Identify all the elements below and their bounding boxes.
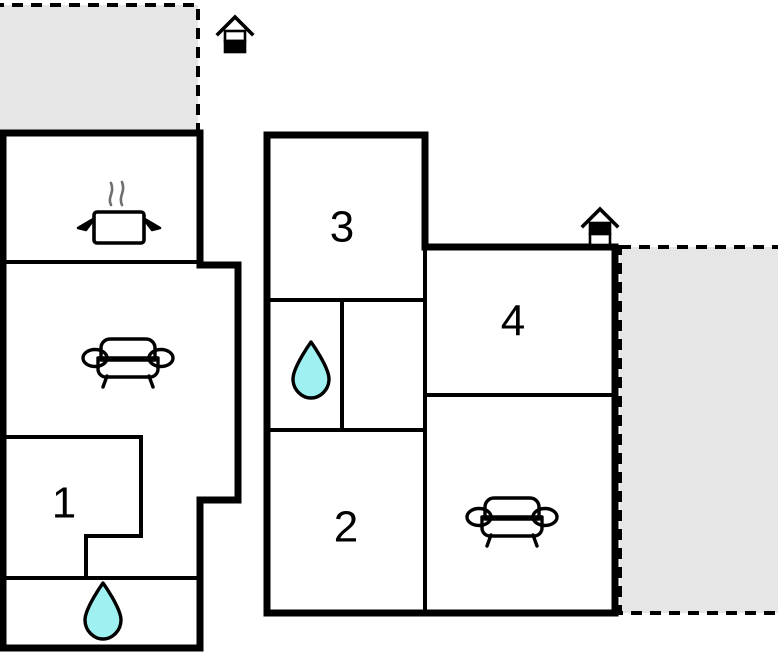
sofa-icon [81,337,175,389]
sofa-armrest-right [531,506,559,528]
right-building-outer-wall [263,131,619,617]
left-building [0,129,242,652]
sofa-backrest [483,496,541,521]
house-body-upper [588,221,612,236]
sofa-backrest [99,337,157,362]
sofa-seat [480,515,544,538]
house-body-upper [223,29,247,43]
right-building-floor [267,135,615,613]
terrace-right [618,245,778,615]
pot-handle-left [76,216,97,232]
sofa-seat [96,356,160,379]
terrace-upper-left-shape [0,3,200,135]
house-body-lower [588,232,612,247]
room-label-1: 1 [52,479,76,528]
house-roof-shape [580,206,620,229]
water-drop-shape [83,581,123,641]
room-label-2: 2 [334,503,358,552]
sofa-armrest-left [465,506,493,528]
room-label-3: 3 [330,203,354,252]
left-building-outer-wall [0,129,242,652]
sofa-armrest-right [147,347,175,369]
house-entrance-icon [215,14,255,54]
terrace-right-shape [618,245,778,615]
room-label-4: 4 [501,297,525,346]
house-body-lower [223,39,247,54]
pot-steam-right [119,180,125,207]
sofa-icon [465,496,559,548]
water-drop-shape [291,340,331,400]
pot-steam-left [108,181,114,207]
right-building [263,131,619,617]
cooking-pot-icon [76,180,162,245]
house-roof-shape [215,14,255,37]
pot-handle-right [141,216,162,232]
terrace-upper-left [0,3,200,135]
sofa-armrest-left [81,347,109,369]
water-drop-icon [83,581,123,641]
water-drop-icon [291,340,331,400]
pot-body [92,210,146,245]
house-entrance-icon [580,206,620,247]
